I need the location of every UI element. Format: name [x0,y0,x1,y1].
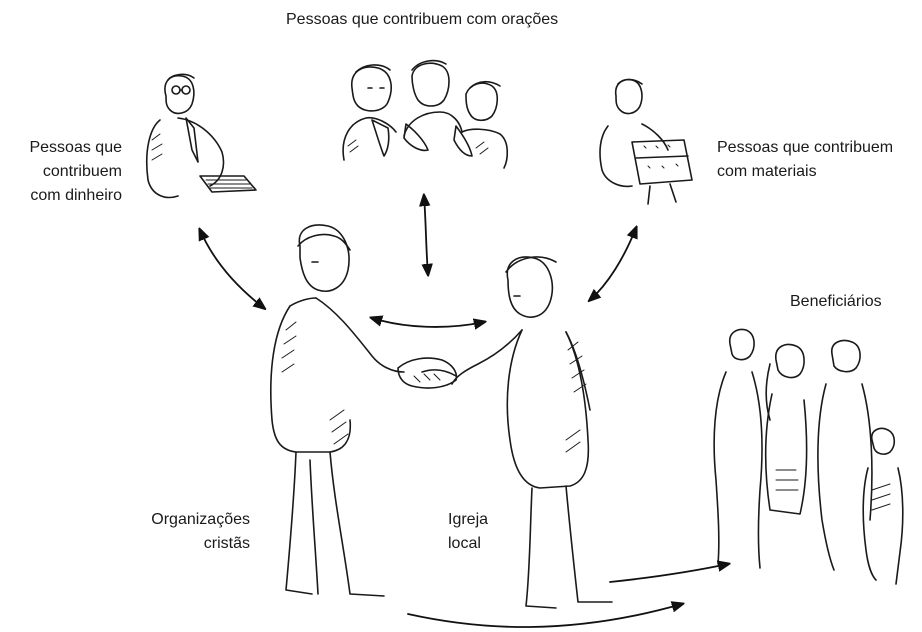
arrow-money-to-organization [200,230,264,308]
arrow-prayer-to-center [424,196,428,274]
money-contributors-label: Pessoas que contribuem com dinheiro [8,136,122,208]
beneficiaries-figure [714,330,903,584]
prayer-contributors-text: Pessoas que contribuem com orações [286,8,558,32]
money-giver-figure [147,74,256,197]
arrow-organization-church [372,318,484,327]
beneficiaries-text: Beneficiários [790,290,882,314]
local-church-line-2: local [448,532,488,556]
handshake-figure [398,358,456,388]
arrow-materials-to-church [590,228,636,300]
arrow-church-to-beneficiaries [610,564,728,582]
flow-arrows [200,196,728,627]
praying-people-figure [343,61,507,168]
materials-contributors-label: Pessoas que contribuem com materiais [717,136,893,184]
beneficiaries-label: Beneficiários [790,290,882,314]
prayer-contributors-label: Pessoas que contribuem com orações [286,8,558,32]
materials-contributors-line-2: com materiais [717,160,893,184]
organizations-line-1: Organizações [120,508,250,532]
materials-giver-figure [600,80,692,205]
money-contributors-line-2: contribuem [8,160,122,184]
money-contributors-line-1: Pessoas que [8,136,122,160]
organizations-line-2: cristãs [120,532,250,556]
local-church-label: Igreja local [448,508,488,556]
organizations-label: Organizações cristãs [120,508,250,556]
organization-man-figure [271,225,404,596]
money-contributors-line-3: com dinheiro [8,184,122,208]
materials-contributors-line-1: Pessoas que contribuem [717,136,893,160]
local-church-line-1: Igreja [448,508,488,532]
